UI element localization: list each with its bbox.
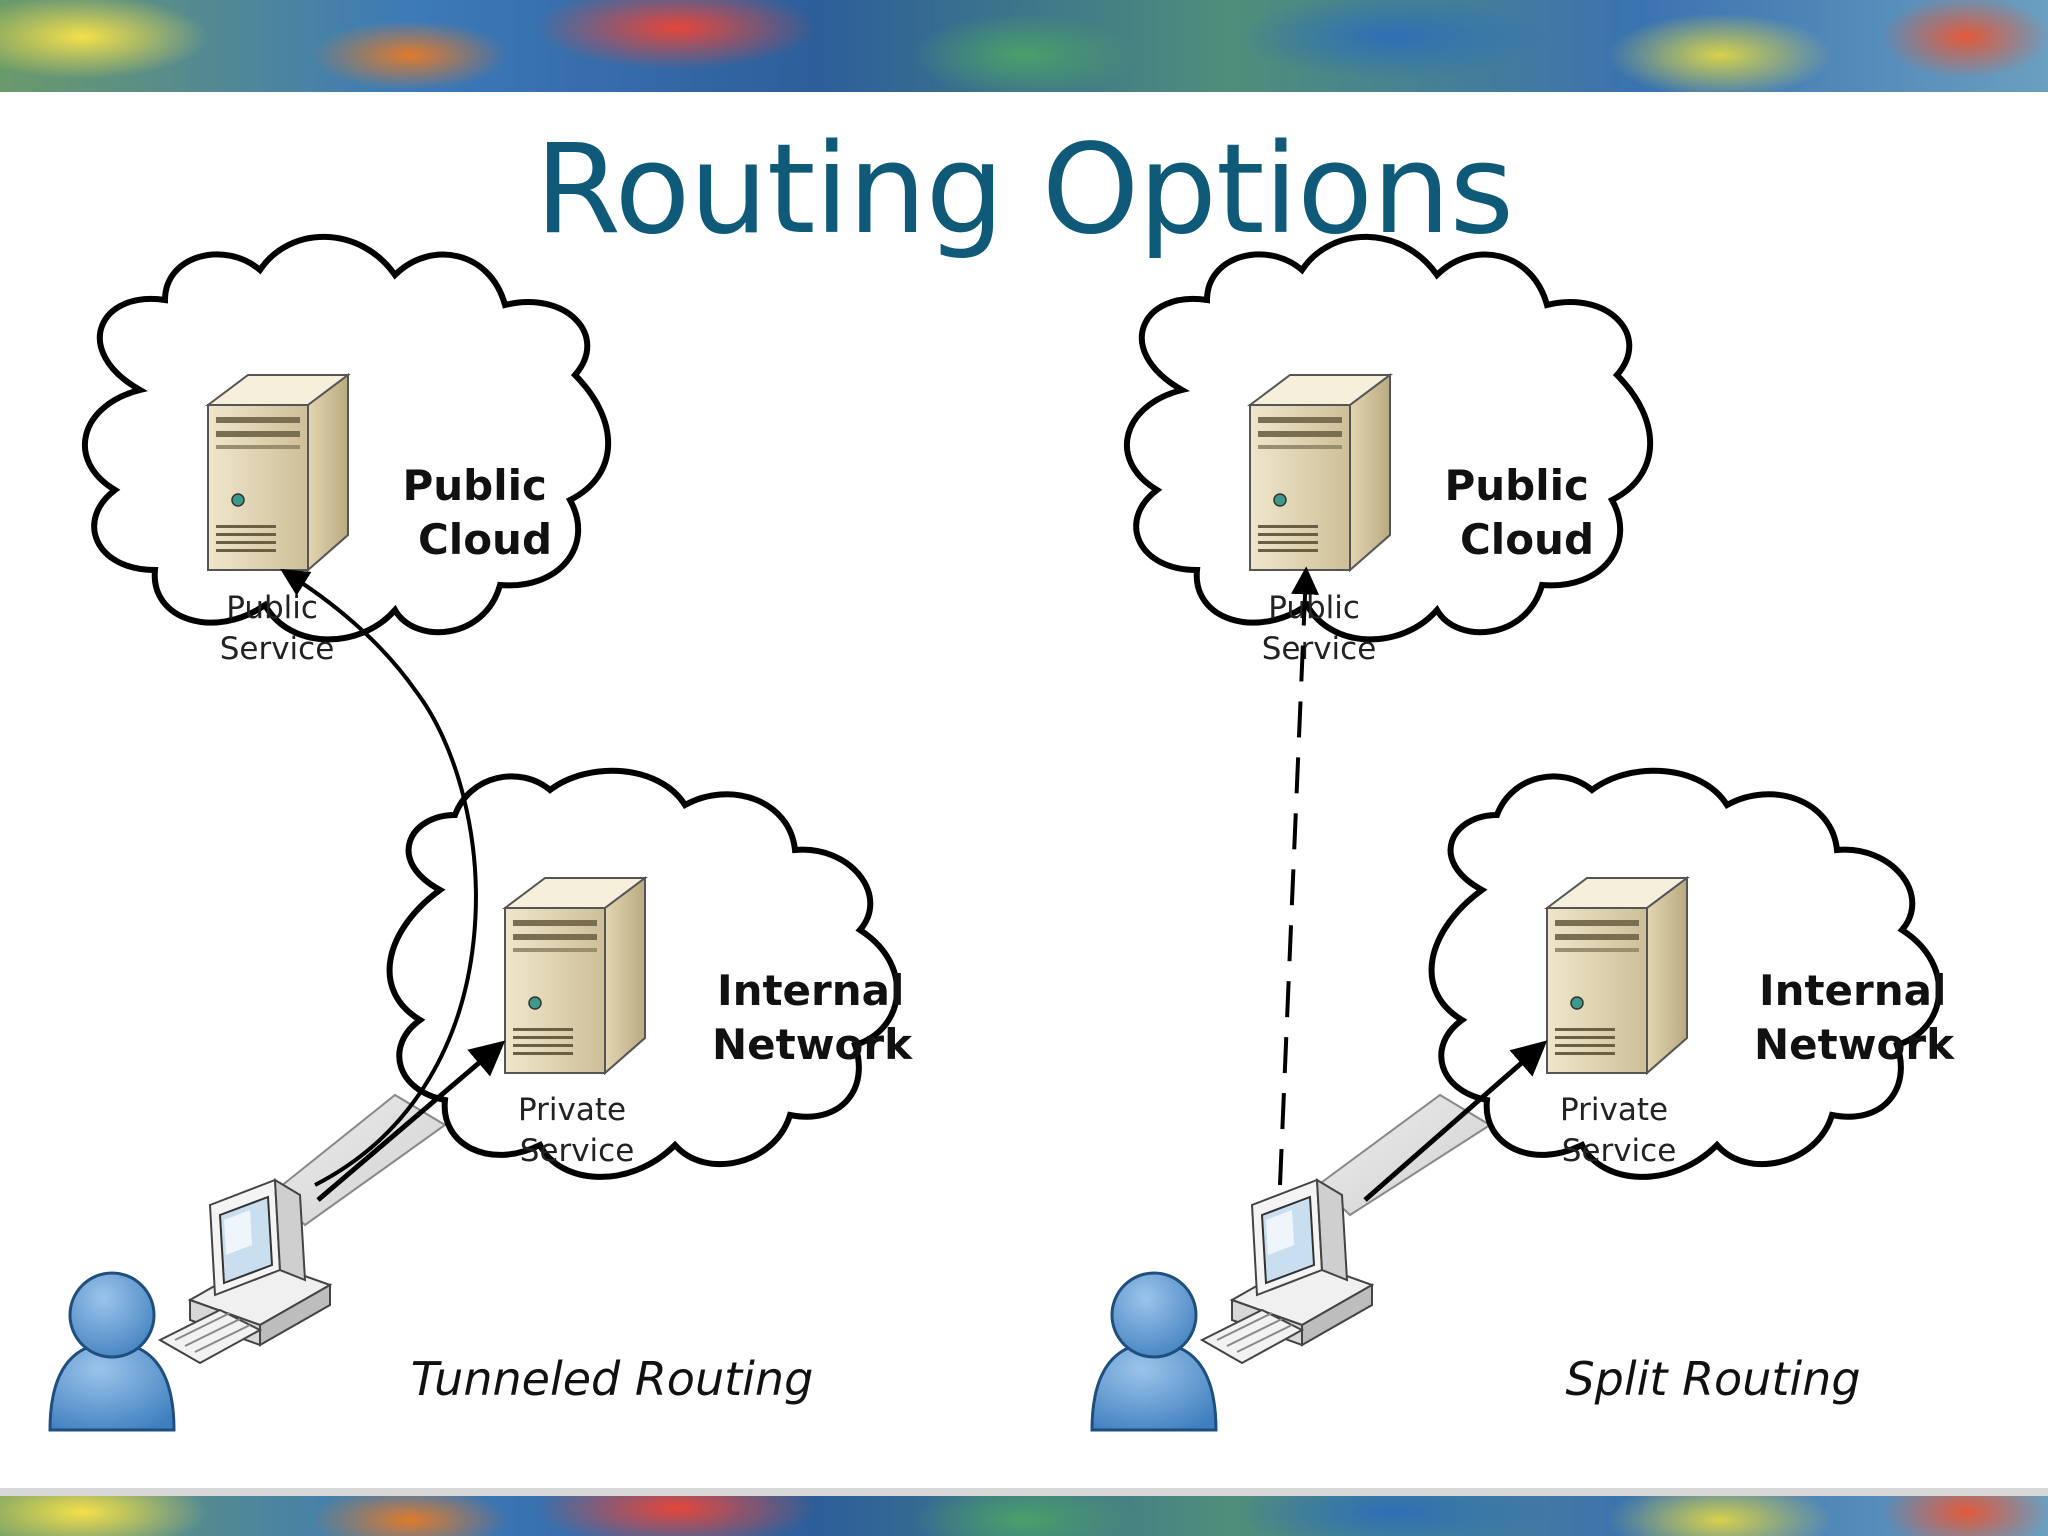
panel-tunneled: Public Cloud Public Service Internal Net… [48, 233, 919, 1432]
private-server-icon [1546, 877, 1688, 1074]
public-service-label: Public Service [1262, 590, 1377, 667]
panel-split: Public Cloud Public Service Internal Net… [1090, 233, 1961, 1432]
user-icon [48, 1271, 176, 1432]
split-public-arrow [1278, 566, 1320, 1186]
top-decorative-band [0, 0, 2048, 92]
internal-network-label: Internal Network [1754, 966, 1961, 1069]
private-service-label: Private Service [1560, 1092, 1678, 1169]
user-icon [1090, 1271, 1218, 1432]
tunneled-routing-caption: Tunneled Routing [411, 1352, 814, 1406]
split-routing-caption: Split Routing [1565, 1352, 1860, 1406]
public-server-icon [207, 374, 349, 571]
public-service-label: Public Service [220, 590, 335, 667]
internal-network-label: Internal Network [712, 966, 919, 1069]
tunneled-public-arrow [280, 569, 478, 1187]
split-private-arrow [1363, 1040, 1548, 1202]
private-server-icon [504, 877, 646, 1074]
public-server-icon [1249, 374, 1391, 571]
public-cloud-label: Public Cloud [1444, 461, 1603, 564]
private-service-label: Private Service [518, 1092, 636, 1169]
tunneled-private-arrow [316, 1040, 506, 1202]
public-cloud-label: Public Cloud [402, 461, 561, 564]
bottom-decorative-band [0, 1488, 2048, 1536]
